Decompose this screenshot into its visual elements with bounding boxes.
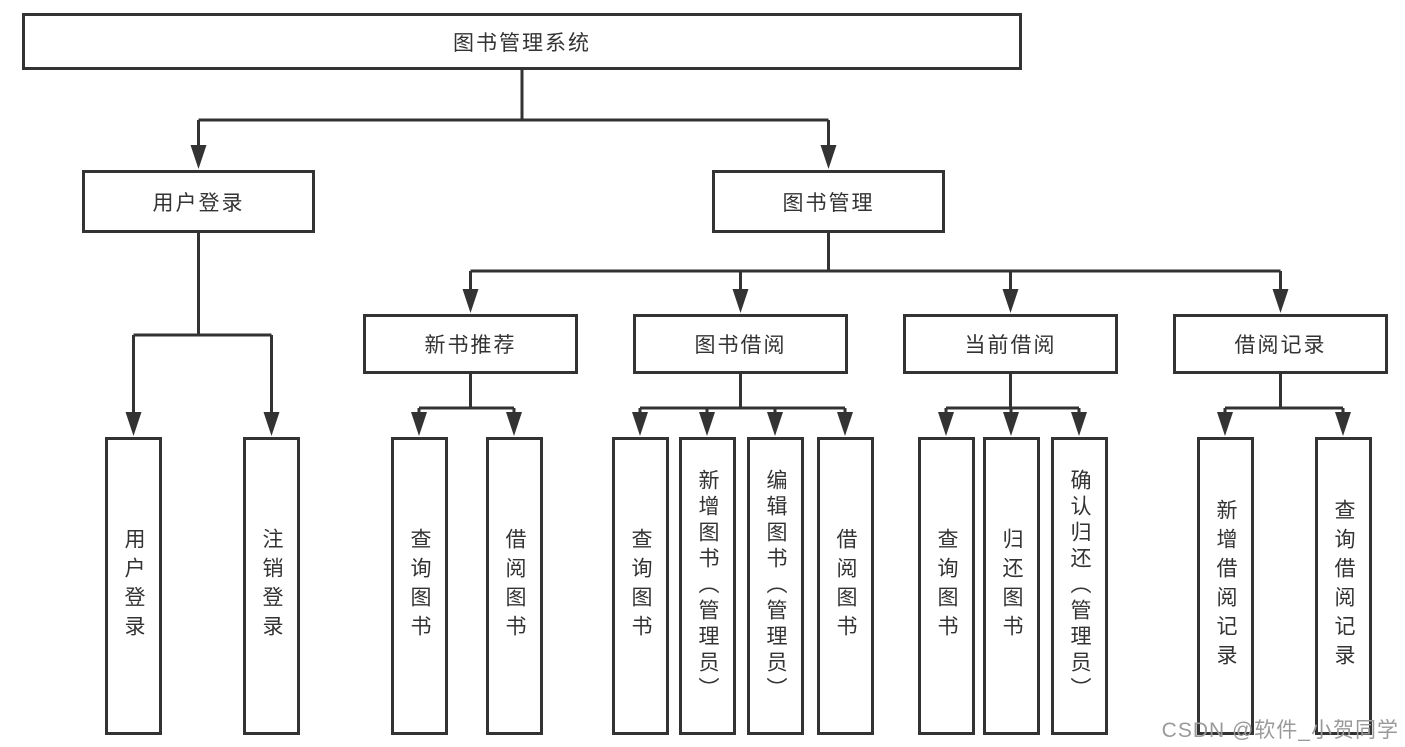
leaf-query-books-newbook-label: 查询图书 (408, 528, 431, 644)
leaf-add-borrow-record: 新增借阅记录 (1197, 437, 1254, 735)
leaf-query-borrow-record-label: 查询借阅记录 (1332, 499, 1355, 673)
leaf-edit-books-admin-label: 编辑图书（管理员） (764, 469, 787, 703)
node-user-login: 用户登录 (82, 170, 315, 233)
leaf-borrow-books-newbook: 借阅图书 (486, 437, 543, 735)
node-book-management: 图书管理 (712, 170, 945, 233)
leaf-logout: 注销登录 (243, 437, 300, 735)
leaf-logout-label: 注销登录 (260, 528, 283, 644)
csdn-watermark: CSDN @软件_小贺同学 (1161, 719, 1399, 742)
leaf-add-borrow-record-label: 新增借阅记录 (1214, 499, 1237, 673)
leaf-query-books-borrow: 查询图书 (612, 437, 669, 735)
leaf-edit-books-admin: 编辑图书（管理员） (747, 437, 804, 735)
leaf-query-books-newbook: 查询图书 (391, 437, 448, 735)
leaf-confirm-return-admin: 确认归还（管理员） (1051, 437, 1108, 735)
leaf-query-books-current-label: 查询图书 (935, 528, 958, 644)
leaf-add-books-admin: 新增图书（管理员） (679, 437, 736, 735)
leaf-borrow-books-label: 借阅图书 (834, 528, 857, 644)
leaf-query-books-borrow-label: 查询图书 (629, 528, 652, 644)
leaf-query-books-current: 查询图书 (918, 437, 975, 735)
node-current-borrow: 当前借阅 (903, 314, 1118, 374)
node-library-management-system: 图书管理系统 (22, 13, 1022, 70)
node-book-borrow: 图书借阅 (633, 314, 848, 374)
leaf-return-books-label: 归还图书 (1000, 528, 1023, 644)
node-new-book-recommend: 新书推荐 (363, 314, 578, 374)
leaf-user-login-label: 用户登录 (122, 528, 145, 644)
leaf-query-borrow-record: 查询借阅记录 (1315, 437, 1372, 735)
leaf-return-books: 归还图书 (983, 437, 1040, 735)
leaf-add-books-admin-label: 新增图书（管理员） (696, 469, 719, 703)
leaf-confirm-return-admin-label: 确认归还（管理员） (1068, 469, 1091, 703)
leaf-borrow-books: 借阅图书 (817, 437, 874, 735)
leaf-user-login: 用户登录 (105, 437, 162, 735)
node-borrow-records: 借阅记录 (1173, 314, 1388, 374)
leaf-borrow-books-newbook-label: 借阅图书 (503, 528, 526, 644)
